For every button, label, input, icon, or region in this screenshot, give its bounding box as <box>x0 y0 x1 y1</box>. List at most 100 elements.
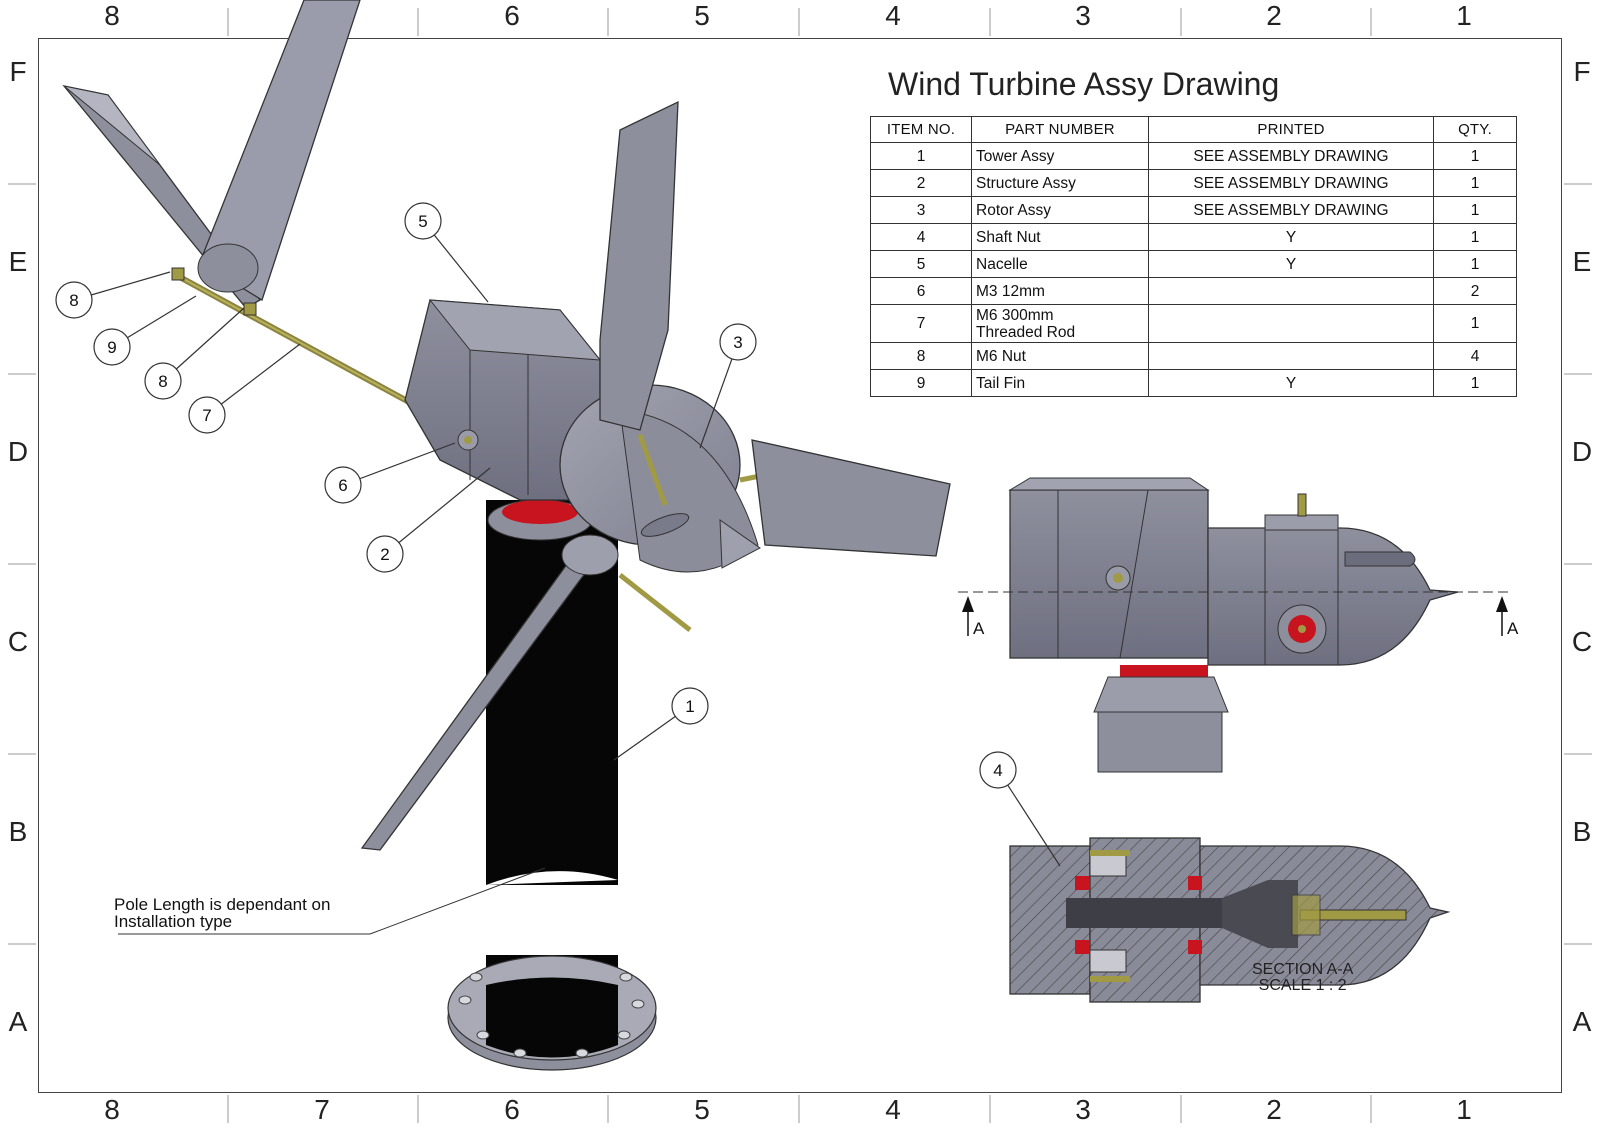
zone-col-top-label: 3 <box>1075 0 1091 31</box>
balloon-number: 1 <box>685 697 694 716</box>
base-flange <box>447 955 657 1071</box>
rotor-hub <box>559 384 791 632</box>
zone-row-right-label: A <box>1572 1006 1592 1037</box>
note-line-1: Pole Length is dependant on <box>114 895 331 914</box>
zone-col-bottom-label: 5 <box>694 1094 710 1125</box>
balloon-leader <box>997 769 1061 867</box>
note-leader <box>369 867 546 935</box>
bom-header-printed: PRINTED <box>1148 116 1434 143</box>
bom-cell-qty: 1 <box>1433 142 1517 170</box>
zone-col-bottom-label: 6 <box>504 1094 520 1125</box>
balloon-number: 7 <box>202 406 211 425</box>
bom-header-item: ITEM NO. <box>870 116 972 143</box>
bom-cell-qty: 1 <box>1433 223 1517 251</box>
balloon-circle <box>719 323 757 361</box>
pole-length-note: Pole Length is dependant on Installation… <box>114 896 330 930</box>
balloon-number: 8 <box>158 372 167 391</box>
zone-col-bottom-label: 7 <box>314 1094 330 1125</box>
bom-cell-part: M6 300mm Threaded Rod <box>971 304 1149 343</box>
side-view: A A <box>958 477 1519 773</box>
drawing-border <box>38 38 1562 1093</box>
zone-row-right-label: C <box>1571 626 1593 657</box>
bom-cell-part: Shaft Nut <box>971 223 1149 251</box>
section-marker-left: A <box>973 619 985 638</box>
yaw-collar <box>487 499 593 541</box>
bom-cell-printed: SEE ASSEMBLY DRAWING <box>1148 142 1434 170</box>
nacelle <box>404 299 602 501</box>
zone-col-top-label: 2 <box>1266 0 1282 31</box>
bom-cell-printed: Y <box>1148 369 1434 397</box>
section-label-title: SECTION A-A <box>1252 961 1354 978</box>
bom-cell-item: 8 <box>870 342 972 370</box>
rotor-blades <box>360 100 951 851</box>
balloon-leader <box>206 343 301 416</box>
bom-cell-part: M6 Nut <box>971 342 1149 370</box>
balloon-circle <box>144 362 182 400</box>
balloon-circle <box>366 535 404 573</box>
balloon-circle <box>671 687 709 725</box>
section-label: SECTION A-A SCALE 1 : 2 <box>1252 962 1353 994</box>
tail-assembly <box>62 0 422 411</box>
section-label-scale: SCALE 1 : 2 <box>1258 977 1347 994</box>
section-view <box>1009 837 1451 1003</box>
bom-cell-qty: 1 <box>1433 369 1517 397</box>
bom-cell-printed: Y <box>1148 250 1434 278</box>
zone-row-right-label: B <box>1572 816 1592 847</box>
bom-cell-qty: 1 <box>1433 169 1517 197</box>
balloon-circle <box>188 396 226 434</box>
bom-cell-item: 9 <box>870 369 972 397</box>
zone-col-top-label: 5 <box>694 0 710 31</box>
drawing-title: Wind Turbine Assy Drawing <box>888 66 1280 102</box>
balloon-number: 6 <box>338 476 347 495</box>
balloon-number: 5 <box>418 212 427 231</box>
zone-col-bottom-label: 1 <box>1456 1094 1472 1125</box>
zone-row-left-label: C <box>7 626 29 657</box>
balloon-number: 9 <box>107 338 116 357</box>
balloon-circle <box>979 751 1017 789</box>
balloon-leader <box>699 341 739 449</box>
bom-cell-part: Structure Assy <box>971 169 1149 197</box>
bom-header-part: PART NUMBER <box>971 116 1149 143</box>
balloon-number: 4 <box>993 761 1002 780</box>
zone-col-top-label: 1 <box>1456 0 1472 31</box>
zone-row-right-label: F <box>1573 56 1591 87</box>
section-marker-right: A <box>1507 619 1519 638</box>
balloon-leader <box>384 467 491 555</box>
zone-ticks <box>8 8 1592 1123</box>
balloon-circle <box>93 328 131 366</box>
bom-cell-item: 2 <box>870 169 972 197</box>
balloon-number: 2 <box>380 545 389 564</box>
bom-cell-part: Tower Assy <box>971 142 1149 170</box>
zone-row-right-label: D <box>1571 436 1593 467</box>
bom-cell-qty: 1 <box>1433 304 1517 343</box>
zone-row-left-label: A <box>8 1006 28 1037</box>
bom-cell-qty: 1 <box>1433 196 1517 224</box>
bom-cell-printed: SEE ASSEMBLY DRAWING <box>1148 169 1434 197</box>
bom-header-row: ITEM NO. PART NUMBER PRINTED QTY. <box>870 116 1517 143</box>
bom-cell-printed <box>1148 342 1434 370</box>
balloon-number: 8 <box>69 291 78 310</box>
note-line-2: Installation type <box>114 912 233 931</box>
bom-cell-item: 1 <box>870 142 972 170</box>
bom-cell-item: 4 <box>870 223 972 251</box>
balloon-circle <box>404 202 442 240</box>
zone-col-top-label: 4 <box>885 0 901 31</box>
zone-row-left-label: F <box>9 56 27 87</box>
bom-header-qty: QTY. <box>1433 116 1517 143</box>
zone-col-bottom-label: 4 <box>885 1094 901 1125</box>
balloon-circle <box>324 466 362 504</box>
balloon-circle <box>55 281 93 319</box>
bom-cell-part: Tail Fin <box>971 369 1149 397</box>
zone-col-bottom-label: 3 <box>1075 1094 1091 1125</box>
zone-col-bottom-label: 8 <box>104 1094 120 1125</box>
